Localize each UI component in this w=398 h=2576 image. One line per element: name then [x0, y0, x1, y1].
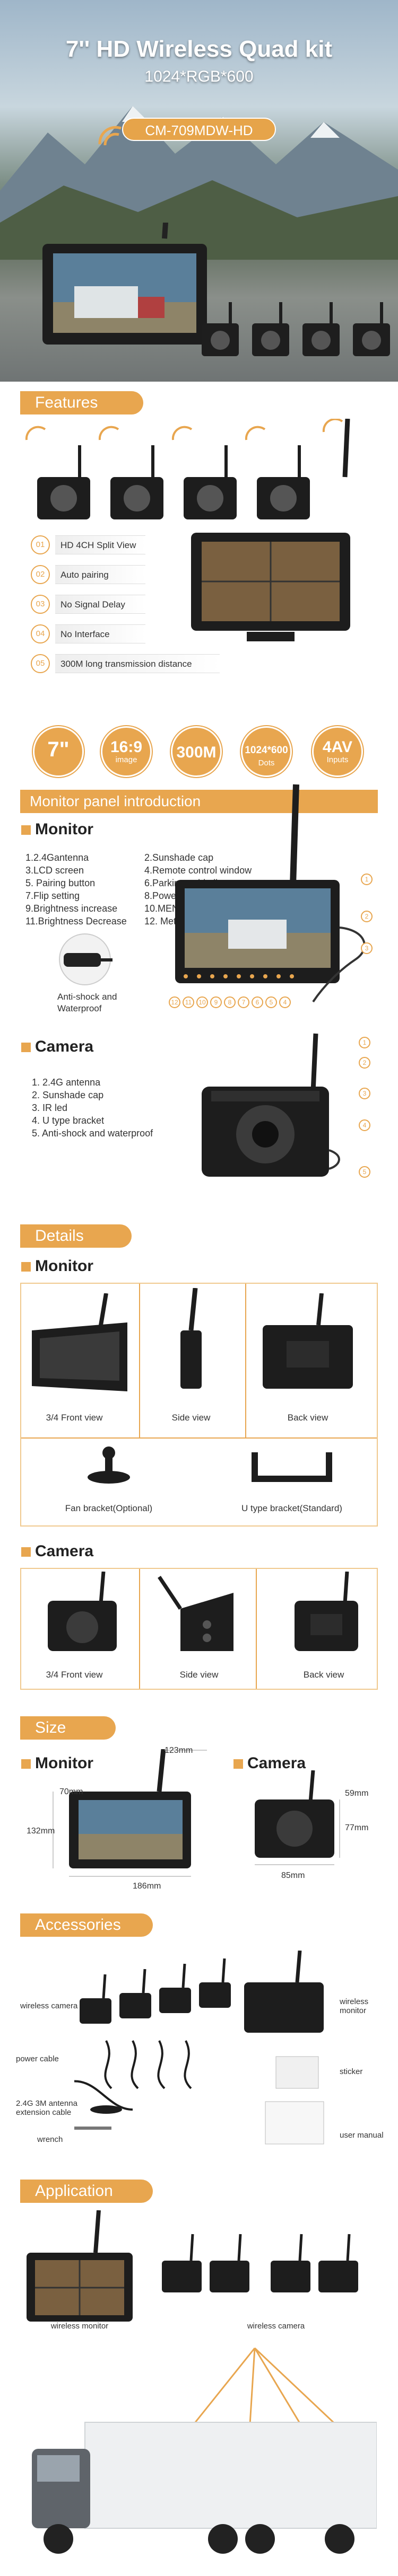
hero-cameras-icon [202, 302, 390, 356]
accessory-label: user manual [340, 2131, 384, 2140]
camera-dim-height: 77mm [345, 1823, 369, 1832]
monitor-front-view-icon [32, 1293, 127, 1391]
hero-banner: 7'' HD Wireless Quad kit 1024*RGB*600 CM… [0, 0, 398, 382]
callout-marker: 5 [359, 1166, 370, 1178]
monitor-back-view-icon [263, 1293, 353, 1389]
monitor-dim-height: 132mm [27, 1827, 55, 1836]
hero-monitor-icon [42, 223, 207, 345]
monitor-panel-image-icon [175, 784, 366, 1003]
callout-marker: 2 [361, 911, 373, 922]
details-heading: Details [20, 1224, 132, 1248]
details-camera-subheading: Camera [21, 1542, 93, 1560]
accessories-heading: Accessories [20, 1913, 153, 1937]
accessory-label: wrench [37, 2135, 63, 2144]
camera-parts-list: 1. 2.4G antenna 2. Sunshade cap 3. IR le… [32, 1077, 153, 1139]
monitor-parts-list-left: 1.2.4Gantenna 3.LCD screen 5. Pairing bu… [25, 852, 127, 927]
accessories-image-icon [74, 1951, 324, 2145]
callout-marker: 4 [359, 1119, 370, 1131]
monitor-dim-width: 186mm [133, 1882, 161, 1891]
size-camera-subheading: Camera [233, 1754, 306, 1772]
feature-text: No Interface [55, 624, 145, 643]
camera-dim-antenna: 59mm [345, 1789, 369, 1798]
application-monitor-label: wireless monitor [50, 2322, 109, 2331]
size-heading: Size [20, 1716, 116, 1740]
callout-marker: 2 [359, 1057, 370, 1069]
features-monitor-icon [191, 533, 350, 641]
application-heading: Application [20, 2180, 153, 2203]
feature-number: 02 [31, 565, 50, 584]
feature-number: 05 [31, 654, 50, 673]
bracket-caption: Fan bracket(Optional) [65, 1503, 153, 1513]
camera-dim-width: 85mm [281, 1871, 305, 1880]
fan-bracket-icon [88, 1446, 130, 1484]
spec-screen-size: 7" [33, 726, 84, 777]
features-cameras-icon [25, 419, 350, 519]
view-caption: Back view [303, 1670, 344, 1680]
feature-text: 300M long transmission distance [55, 654, 220, 673]
wifi-signal-icon [98, 126, 122, 146]
feature-number: 03 [31, 595, 50, 614]
monitor-dimension-icon [53, 1749, 207, 1877]
camera-front-view-icon [48, 1572, 117, 1651]
square-bullet-icon [21, 1759, 31, 1769]
spec-distance: 300M [171, 726, 222, 777]
u-bracket-icon [252, 1452, 332, 1482]
square-bullet-icon [21, 1262, 31, 1272]
feature-text: No Signal Delay [55, 595, 145, 614]
callout-marker: 3 [361, 942, 373, 954]
model-badge: CM-709MDW-HD [122, 118, 276, 141]
callout-marker: 1 [359, 1037, 370, 1048]
monitor-dim-antenna: 123mm [165, 1746, 193, 1755]
hero-subtitle: 1024*RGB*600 [144, 68, 254, 85]
monitor-panel-heading: Monitor panel introduction [20, 790, 378, 813]
application-scene-icon [27, 2210, 377, 2554]
feature-text: HD 4CH Split View [55, 535, 145, 554]
accessory-label: wireless monitor [340, 1997, 369, 2015]
spec-resolution: 1024*600 Dots [241, 726, 292, 777]
camera-back-view-icon [295, 1572, 358, 1651]
accessory-label: 2.4G 3M antenna extension cable [16, 2099, 77, 2117]
size-monitor-subheading: Monitor [21, 1754, 93, 1772]
features-heading: Features [20, 391, 143, 414]
square-bullet-icon [21, 1043, 31, 1053]
spec-aspect-ratio: 16:9 image [101, 726, 152, 777]
view-caption: Back view [287, 1413, 328, 1423]
accessory-label: sticker [340, 2067, 363, 2076]
callout-marker: 3 [359, 1088, 370, 1099]
monitor-dim-top: 70mm [59, 1787, 83, 1796]
camera-panel-image-icon [202, 1033, 340, 1177]
hero-title: 7'' HD Wireless Quad kit [65, 36, 333, 62]
camera-panel-subheading: Camera [21, 1038, 93, 1056]
view-caption: Side view [179, 1670, 219, 1680]
feature-text: Auto pairing [55, 565, 145, 584]
square-bullet-icon [21, 1547, 31, 1557]
monitor-panel-subheading: Monitor [21, 821, 93, 839]
connector-closeup-icon [59, 933, 113, 985]
application-camera-label: wireless camera [247, 2322, 305, 2331]
feature-number: 01 [31, 535, 50, 554]
waterproof-note: Anti-shock and Waterproof [57, 992, 117, 1013]
monitor-side-view-icon [180, 1288, 202, 1389]
accessory-label: wireless camera [20, 2001, 78, 2010]
bracket-caption: U type bracket(Standard) [241, 1503, 342, 1513]
accessory-label: power cable [16, 2054, 59, 2063]
camera-dimension-icon [255, 1770, 340, 1865]
view-caption: Side view [171, 1413, 211, 1423]
view-caption: 3/4 Front view [46, 1413, 103, 1423]
spec-inputs: 4AV Inputs [312, 726, 363, 777]
square-bullet-icon [21, 825, 31, 835]
camera-side-view-icon [158, 1576, 233, 1651]
callout-marker: 1 [361, 874, 373, 885]
details-monitor-subheading: Monitor [21, 1257, 93, 1275]
square-bullet-icon [233, 1759, 243, 1769]
view-caption: 3/4 Front view [46, 1670, 103, 1680]
feature-number: 04 [31, 624, 50, 643]
